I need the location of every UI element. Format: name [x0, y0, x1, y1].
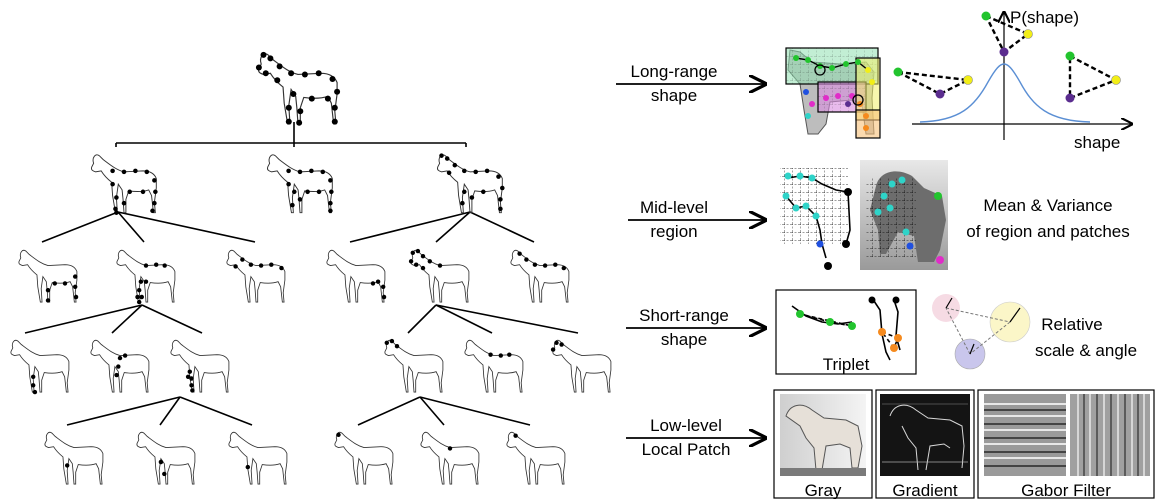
gaussian-curve — [919, 63, 1091, 123]
triplet-samples — [897, 13, 1119, 100]
p-shape-label: P(shape) — [1010, 8, 1079, 27]
region-right-keypoints — [874, 176, 944, 264]
gabor-caption: Gabor Filter — [1021, 481, 1111, 499]
level-long-range: Long-range shape — [616, 62, 765, 105]
horse-l4-5 — [464, 339, 524, 393]
long-range-shape-panel: P(shape) shape — [784, 8, 1132, 152]
horse-l2-mid — [266, 154, 334, 214]
tree-edges — [24, 122, 579, 426]
horse-l4-4 — [384, 338, 444, 393]
shape-axis-label: shape — [1074, 133, 1120, 152]
horse-box-thumbnail — [784, 44, 881, 139]
horse-l5-3 — [228, 431, 288, 485]
triplet-example-1 — [791, 305, 856, 330]
horse-l5-6 — [506, 431, 566, 485]
level-long-range-line2: shape — [651, 86, 697, 105]
horse-l4-6 — [550, 339, 612, 393]
horse-l5-1 — [44, 431, 104, 485]
level-long-range-line1: Long-range — [631, 62, 718, 81]
gabor-panel: Gabor Filter — [977, 389, 1155, 499]
mid-level-region-panel: Mean & Variance of region and patches — [780, 160, 1130, 270]
thumb-keypoints — [793, 55, 875, 131]
horse-l5-4 — [334, 431, 394, 485]
level-mid-level-line2: region — [650, 222, 697, 241]
horse-l3-5 — [408, 248, 470, 303]
gray-caption: Gray — [805, 481, 842, 499]
low-level-patch-panel: Gray Gradient — [773, 389, 1155, 499]
level-short-range-line2: shape — [661, 330, 707, 349]
relative-desc-line2: scale & angle — [1035, 341, 1137, 360]
horse-l4-2 — [90, 339, 150, 393]
region-grid-left — [780, 168, 852, 270]
level-low-level: Low-level Local Patch — [626, 416, 765, 459]
gradient-caption: Gradient — [892, 481, 957, 499]
triplet-example-2 — [868, 296, 902, 361]
triplet-caption: Triplet — [823, 355, 870, 374]
short-range-shape-panel: Triplet Relative scale & angle — [775, 289, 1137, 375]
horse-l4-3 — [170, 339, 230, 393]
level-short-range-line1: Short-range — [639, 306, 729, 325]
region-desc-line2: of region and patches — [966, 222, 1130, 241]
gray-panel: Gray — [773, 389, 873, 499]
level-short-range: Short-range shape — [626, 306, 765, 349]
horse-l2-left — [90, 154, 158, 215]
hierarchy-tree — [10, 51, 612, 485]
level-low-level-line2: Local Patch — [642, 440, 731, 459]
horse-l3-6 — [510, 249, 570, 303]
level-mid-level-line1: Mid-level — [640, 198, 708, 217]
gradient-panel: Gradient — [875, 389, 975, 499]
horse-l5-2 — [136, 431, 196, 485]
relative-desc-line1: Relative — [1041, 315, 1102, 334]
region-desc-line1: Mean & Variance — [983, 196, 1112, 215]
horse-l3-2 — [116, 249, 176, 305]
horse-l3-4 — [326, 249, 387, 303]
horse-l3-3 — [226, 249, 286, 303]
horse-l2-right — [436, 153, 505, 214]
relative-scale-angle-diagram — [932, 294, 1031, 370]
horse-l3-1 — [18, 249, 79, 303]
region-left-keypoints — [782, 172, 852, 270]
level-low-level-line1: Low-level — [650, 416, 722, 435]
triplet-points — [893, 11, 1121, 103]
triplet-box — [775, 289, 917, 375]
level-mid-level: Mid-level region — [628, 198, 765, 241]
region-grid-right — [860, 160, 948, 270]
horse-l5-5 — [420, 431, 480, 485]
horse-l4-1 — [10, 339, 70, 395]
horse-root — [255, 51, 341, 126]
